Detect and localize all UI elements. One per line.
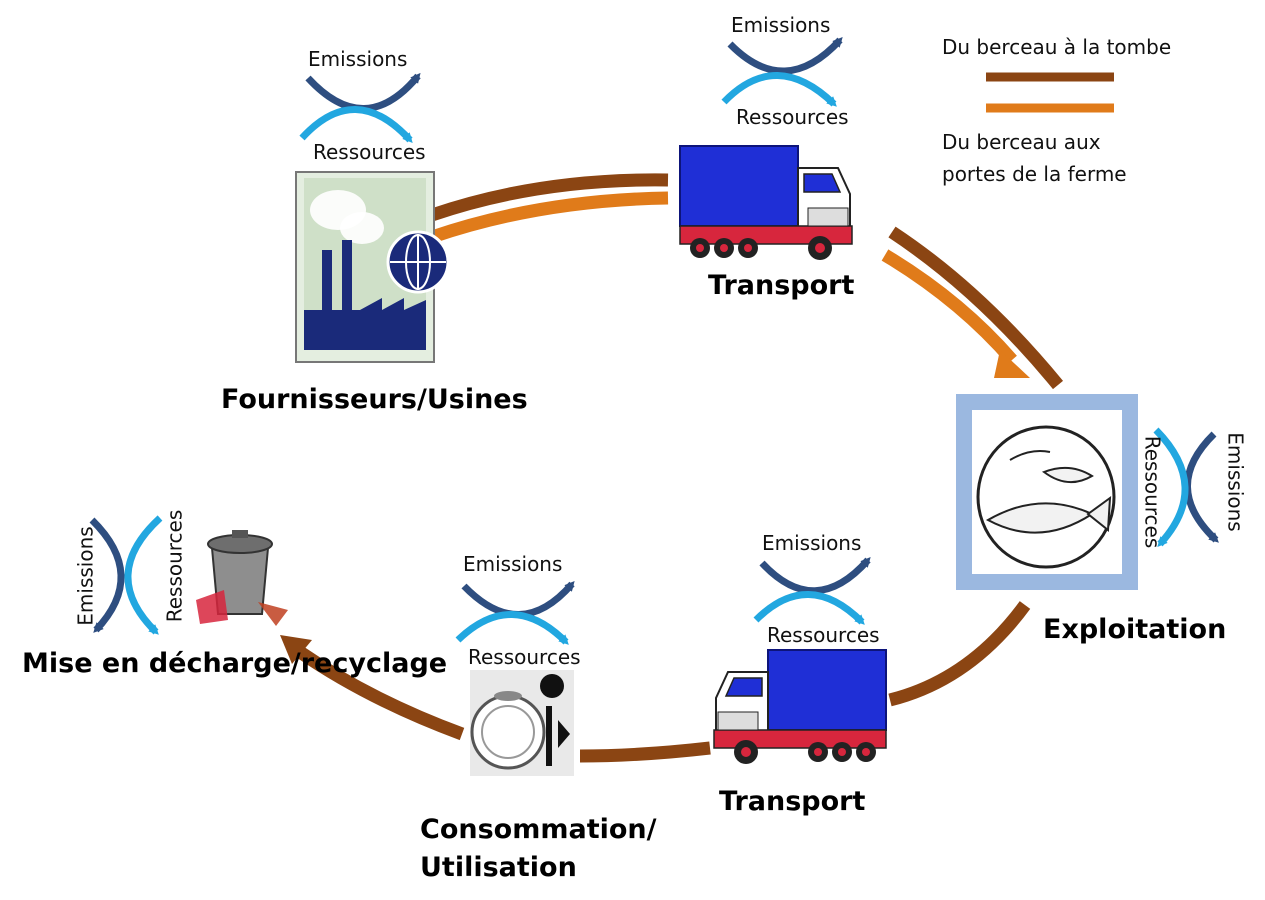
arc-suppliers-transport-brown [429, 173, 669, 222]
emissions-label-disposal: Emissions [73, 526, 98, 626]
emissions-label-transport-bottom: Emissions [762, 531, 862, 555]
truck-top-icon [679, 145, 853, 261]
emissions-label-suppliers: Emissions [308, 47, 408, 71]
flow-symbol-disposal [89, 515, 163, 635]
plate-icon [470, 670, 574, 776]
flow-symbol-consumption [455, 580, 575, 645]
factory-icon [295, 171, 450, 363]
resources-label-suppliers: Ressources [313, 140, 426, 164]
node-label-transport-top: Transport [708, 270, 855, 301]
arc-suppliers-transport-orange [429, 191, 669, 244]
node-label-suppliers: Fournisseurs/Usines [221, 384, 528, 415]
trash-can-icon [196, 530, 288, 626]
resources-label-disposal: Ressources [162, 509, 187, 623]
node-label-farm: Exploitation [1043, 614, 1227, 645]
arc-transport-consumption-brown [579, 741, 711, 763]
truck-bottom-icon [713, 649, 887, 765]
node-label-disposal: Mise en décharge/recyclage [22, 648, 448, 679]
node-label-transport-bottom: Transport [719, 786, 866, 817]
arrowhead-brown [280, 635, 312, 664]
resources-label-transport-top: Ressources [736, 105, 849, 129]
arc-transport-farm-brown [888, 226, 1064, 390]
arc-consumption-disposal-brown [296, 646, 465, 741]
flow-symbol-farm [1153, 427, 1219, 547]
legend-label-cradle-to-grave: Du berceau à la tombe [942, 35, 1172, 59]
arrowhead-orange [994, 350, 1030, 378]
emissions-label-transport-top: Emissions [731, 13, 831, 37]
arc-farm-transport-brown [888, 601, 1031, 707]
resources-label-transport-bottom: Ressources [767, 623, 880, 647]
emissions-label-consumption: Emissions [463, 552, 563, 576]
legend-label-cradle-to-farm-gate: Du berceau aux portes de la ferme [942, 130, 1127, 186]
flow-symbol-suppliers [299, 72, 421, 143]
emissions-label-farm: Emissions [1223, 432, 1248, 532]
flow-symbol-transport-bottom [753, 557, 871, 625]
resources-label-farm: Ressources [1140, 435, 1165, 549]
flow-symbol-transport-top [721, 37, 843, 107]
arc-transport-farm-orange [881, 249, 1017, 365]
farm-fish-icon [956, 394, 1138, 590]
node-label-consumption: Consommation/ Utilisation [420, 814, 657, 883]
resources-label-consumption: Ressources [468, 645, 581, 669]
